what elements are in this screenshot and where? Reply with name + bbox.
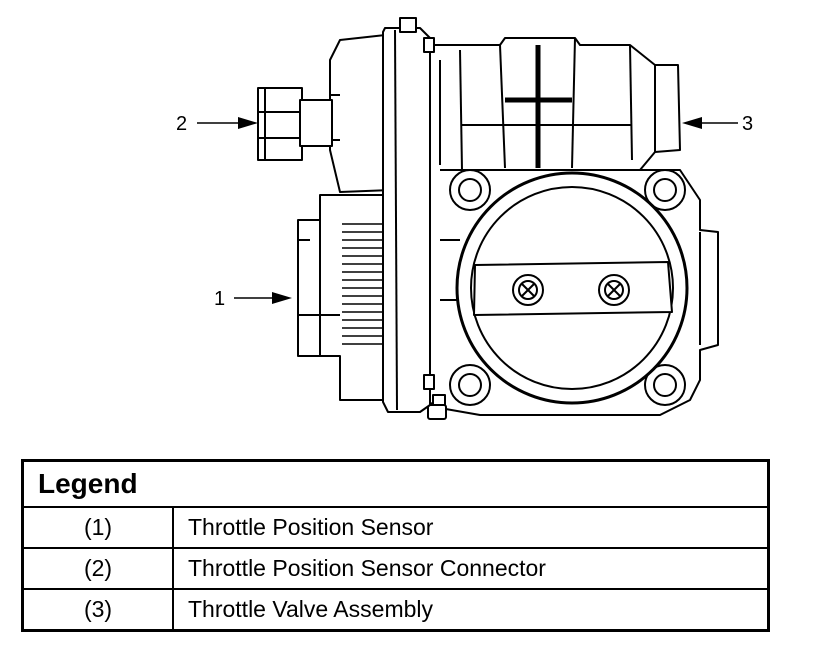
legend-title: Legend — [21, 459, 770, 508]
legend-description: Throttle Valve Assembly — [172, 588, 770, 632]
legend-table: Legend (1) Throttle Position Sensor (2) … — [21, 459, 770, 632]
legend-number: (1) — [21, 506, 174, 549]
throttle-body-illustration: 2 3 1 — [176, 17, 753, 420]
flange-plate — [382, 17, 435, 413]
legend-number: (2) — [21, 547, 174, 590]
callout-3: 3 — [682, 113, 753, 135]
callout-2-label: 2 — [176, 113, 187, 135]
callout-3-label: 3 — [742, 113, 753, 135]
legend-row: (3) Throttle Valve Assembly — [21, 588, 770, 632]
legend-number: (3) — [21, 588, 174, 632]
legend-row: (2) Throttle Position Sensor Connector — [21, 547, 770, 590]
mounting-bosses — [449, 169, 686, 406]
legend-description: Throttle Position Sensor Connector — [172, 547, 770, 590]
sensor-connector — [257, 34, 391, 193]
legend-row: (1) Throttle Position Sensor — [21, 506, 770, 549]
callout-2: 2 — [176, 113, 258, 135]
callout-1-label: 1 — [214, 288, 225, 310]
legend-description: Throttle Position Sensor — [172, 506, 770, 549]
legend-header-row: Legend — [21, 459, 770, 508]
callout-1: 1 — [214, 288, 292, 310]
throttle-bore — [455, 171, 689, 405]
